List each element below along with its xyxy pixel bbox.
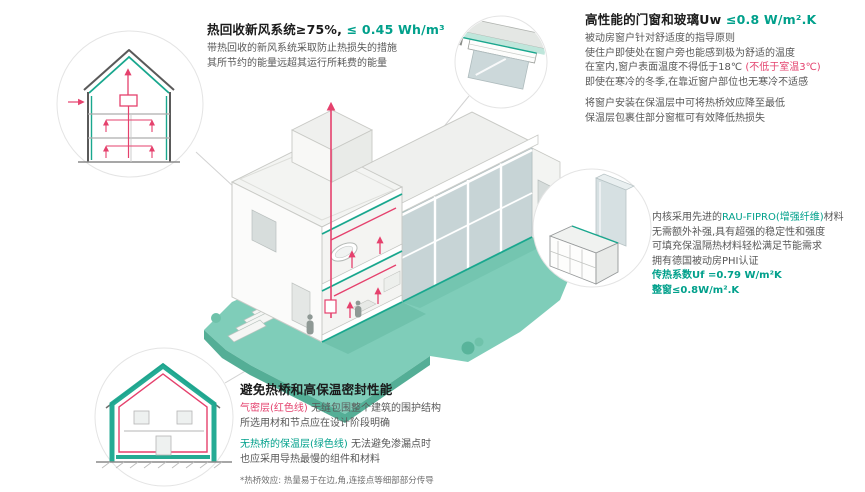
- people-figures: [306, 300, 362, 335]
- window-title-text: 高性能的门窗和玻璃Uw: [585, 12, 726, 27]
- window-corner-illustration: [454, 15, 550, 109]
- window-body-line3-text: 在室内,窗户表面温度不得低于18℃: [585, 62, 746, 74]
- window-title: 高性能的门窗和玻璃Uw ≤0.8 W/m².K: [585, 12, 861, 28]
- ventilation-title-text: 热回收新风系统≥75%,: [207, 22, 343, 37]
- profile-body: 内核采用先进的RAU-FIPRO(增强纤维)材料 无需额外补强,具有超强的稳定性…: [652, 211, 864, 298]
- profile-uw-value: 整窗≤0.8W/m².K: [652, 284, 740, 296]
- thermal-insulation-line: 无热桥的保温层(绿色线) 无法避免渗漏点时: [240, 438, 585, 453]
- thermal-line2: 所选用材和节点应在设计阶段明确: [240, 417, 390, 429]
- foundation-hatch: [101, 461, 223, 469]
- ventilation-ducts: [324, 101, 397, 318]
- profile-line1: 内核采用先进的RAU-FIPRO(增强纤维)材料: [652, 211, 864, 226]
- window-callout: 高性能的门窗和玻璃Uw ≤0.8 W/m².K 被动房窗户针对舒适度的指导原则 …: [585, 12, 861, 126]
- ventilation-title-value: ≤ 0.45 Wh/m³: [342, 22, 445, 37]
- window-title-value: ≤0.8 W/m².K: [725, 12, 817, 27]
- thermal-envelope-illustration: [94, 347, 234, 487]
- thermal-body: 气密层(红色线) 无缝包围整个建筑的围护结构 所选用材和节点应在设计阶段明确 无…: [240, 402, 585, 487]
- thermal-callout: 避免热桥和高保温密封性能 气密层(红色线) 无缝包围整个建筑的围护结构 所选用材…: [240, 382, 585, 488]
- window-body-line1: 被动房窗户针对舒适度的指导原则: [585, 33, 735, 45]
- window-body-line3-note: (不低于室温3℃): [745, 62, 821, 74]
- air-flow-arrows: [68, 68, 156, 158]
- airtight-layer-red: [118, 373, 208, 453]
- insulation-layer-green: [109, 362, 217, 462]
- ventilation-title: 热回收新风系统≥75%, ≤ 0.45 Wh/m³: [207, 22, 475, 38]
- profile-callout: 内核采用先进的RAU-FIPRO(增强纤维)材料 无需额外补强,具有超强的稳定性…: [652, 211, 864, 298]
- window-body-line2: 使住户即使处在窗户旁也能感到极为舒适的温度: [585, 47, 795, 59]
- profile-chambers: [549, 241, 597, 279]
- cutaway-block: [230, 141, 404, 343]
- profile-uf-value: 传热系数Uf =0.79 W/m²K: [652, 270, 782, 281]
- profile-material-name: RAU-FIPRO(增强纤维): [722, 212, 824, 223]
- ventilation-body: 带热回收的新风系统采取防止热损失的措施 其所节约的能量远超其运行所耗费的能量: [207, 42, 475, 71]
- ventilation-body-line1: 带热回收的新风系统采取防止热损失的措施: [207, 43, 397, 55]
- thermal-line4: 也应采用导热最慢的组件和材料: [240, 453, 380, 465]
- thermal-footnote: *热桥效应: 热量易于在边,角,连接点等细部部分传导: [240, 476, 434, 487]
- window-body: 被动房窗户针对舒适度的指导原则 使住户即使处在窗户旁也能感到极为舒适的温度 在室…: [585, 32, 861, 126]
- profile-line1-post: 材料: [823, 212, 844, 223]
- window-body-line5: 将窗户安装在保温层中可将热桥效应降至最低: [585, 98, 785, 110]
- window-body-line3: 在室内,窗户表面温度不得低于18℃ (不低于室温3℃): [585, 61, 861, 76]
- ventilation-callout: 热回收新风系统≥75%, ≤ 0.45 Wh/m³ 带热回收的新风系统采取防止热…: [207, 22, 475, 71]
- profile-line1-pre: 内核采用先进的: [652, 212, 722, 223]
- main-house-illustration: [204, 101, 574, 423]
- heat-recovery-unit: [324, 299, 337, 314]
- window-body-line4: 即使在寒冷的冬季,在靠近窗户部位也无寒冷不适感: [585, 76, 809, 88]
- insulation-layer-label: 无热桥的保温层(绿色线): [240, 439, 348, 451]
- thermal-title: 避免热桥和高保温密封性能: [240, 382, 393, 397]
- airtight-layer-text: 无缝包围整个建筑的围护结构: [307, 403, 441, 415]
- exhaust-tower: [290, 109, 374, 183]
- profile-line2: 无需额外补强,具有超强的稳定性和强度: [652, 226, 826, 238]
- landscape-plants: [211, 313, 484, 355]
- profile-line3: 可填充保温隔热材料轻松满足节能需求: [652, 241, 822, 252]
- insulation-lines: [321, 193, 403, 343]
- airtight-layer-label: 气密层(红色线): [240, 403, 308, 415]
- window-body-line6: 保温层包裹住部分窗框可有效降低热损失: [585, 112, 765, 124]
- window-profile-illustration: [532, 168, 652, 288]
- ventilation-section-illustration: [56, 30, 204, 178]
- ventilation-body-line2: 其所节约的能量远超其运行所耗费的能量: [207, 57, 387, 69]
- insulation-layer-text: 无法避免渗漏点时: [347, 439, 431, 451]
- thermal-airtight-line: 气密层(红色线) 无缝包围整个建筑的围护结构: [240, 402, 585, 417]
- profile-line4: 拥有德国被动房PHI认证: [652, 255, 759, 267]
- site-platform-edge: [204, 330, 430, 423]
